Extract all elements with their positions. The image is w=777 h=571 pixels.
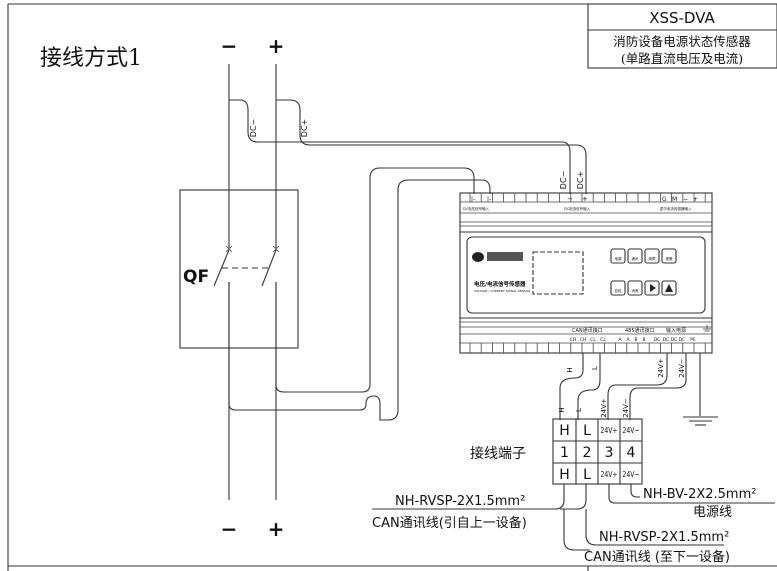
panel-button-label: 故障	[649, 256, 657, 261]
label-dc-voltage-input: DC电压信号输入	[463, 206, 490, 211]
terminal-cell: 24V−	[623, 426, 640, 435]
breaker-label: QF	[183, 267, 209, 287]
device-subtitle: (单路直流电压及电流)	[621, 51, 743, 66]
bottom-pin-label: PE	[690, 337, 696, 343]
supply-plus-bottom: +	[268, 517, 285, 541]
diagram-title: 接线方式1	[40, 46, 142, 71]
terminal-cell: 24V+	[601, 470, 618, 479]
output-cables	[372, 484, 775, 551]
bottom-pin-label: CL	[590, 337, 596, 343]
bottom-pin-label: CH	[570, 337, 577, 343]
supply-plus-top: +	[268, 34, 285, 58]
breaker-qf: QF	[179, 189, 299, 349]
wire-24vp-lower: 24V+	[600, 398, 608, 418]
wire-l-lower: L	[575, 408, 583, 412]
group-can: CAN通讯接口	[572, 327, 603, 334]
power-desc: 电源线	[693, 505, 732, 520]
can-in-spec: NH-RVSP-2X1.5mm²	[395, 494, 525, 509]
terminal-cell: H	[559, 423, 570, 439]
pin-top-2: |-	[487, 196, 491, 203]
terminal-cell: 2	[583, 445, 592, 461]
up-icon	[665, 284, 673, 292]
terminal-block-label: 接线端子	[470, 445, 526, 462]
terminal-cell: 24V−	[623, 470, 640, 479]
terminal-cell: 3	[605, 445, 614, 461]
dc-plus-label: DC+	[300, 119, 309, 137]
terminal-cell: 24V+	[601, 426, 618, 435]
panel-button	[627, 248, 643, 264]
can-in-desc: CAN通讯线(引自上一设备)	[372, 515, 527, 531]
bottom-pin-label: DC	[663, 337, 670, 343]
group-485: 485通讯接口	[625, 327, 655, 334]
terminal-cell: 1	[560, 445, 569, 461]
bottom-pin-label: B	[642, 337, 645, 343]
wire-h-lower: H	[558, 407, 566, 412]
bottom-pin-label: CL	[600, 337, 606, 343]
supply-minus-top: −	[221, 34, 238, 58]
pin-top-m: M	[672, 196, 677, 203]
pin-top-g: G	[662, 196, 667, 203]
lcd-display	[532, 251, 584, 295]
terminal-cell: 4	[627, 445, 636, 461]
bottom-pin-label: DC	[671, 337, 678, 343]
model-number: XSS-DVA	[649, 9, 715, 27]
wire-24vn-lower: 24V−	[622, 398, 630, 418]
panel-button	[661, 248, 677, 264]
pin-top-1: |-	[471, 196, 475, 203]
wire-l-upper: L	[591, 366, 599, 370]
wire-24vp-upper: 24V+	[657, 358, 665, 378]
panel-button	[610, 280, 626, 296]
group-power: 输入电源	[666, 327, 686, 334]
device-name: 消防设备电源状态传感器	[613, 34, 751, 49]
voltage-signal-wires	[228, 167, 491, 421]
contact-cross-icon	[225, 245, 280, 253]
bottom-pin-label: DC	[679, 337, 686, 343]
panel-button	[661, 280, 677, 296]
front-panel	[466, 236, 706, 314]
panel-button-label: 通讯	[632, 256, 640, 261]
pin-top-hp: +	[693, 196, 698, 203]
dc-plus-label-device: DC+	[576, 171, 585, 189]
title-block: XSS-DVA 消防设备电源状态传感器 (单路直流电压及电流)	[587, 3, 777, 69]
terminal-cell: L	[583, 467, 591, 483]
panel-button-label: 自检	[615, 288, 623, 293]
pin-top-hm: −	[683, 196, 688, 203]
supply-minus-bottom: −	[221, 517, 238, 541]
can-out-spec: NH-RVSP-2X1.5mm²	[599, 530, 729, 545]
panel-button-label: 消音	[632, 288, 640, 293]
panel-title: 电压/电流信号传感器	[474, 280, 526, 288]
terminal-cell: H	[559, 467, 570, 483]
sensor-device: |- |- − + G M − + DC电压信号输入 DC电流信号输入 霍尔电流…	[459, 192, 713, 354]
bottom-pin-label: A	[618, 337, 622, 343]
panel-button	[610, 248, 626, 264]
pin-top-plus: +	[582, 195, 588, 203]
panel-button	[644, 280, 660, 296]
bottom-pin-label: B	[634, 337, 637, 343]
panel-button-label: 电源	[615, 256, 623, 261]
pin-top-minus: −	[567, 195, 573, 203]
bottom-pin-label: CH	[580, 337, 587, 343]
label-hall-input: 霍尔电流传感器输入	[660, 206, 692, 211]
terminal-cell: L	[583, 423, 591, 439]
panel-button	[644, 248, 660, 264]
can-power-wires	[559, 353, 718, 426]
panel-subtitle: VOLTAGE / CURRENT SIGNAL SENSOR	[474, 289, 530, 293]
label-dc-current-input: DC电流信号输入	[564, 206, 591, 211]
play-icon	[650, 284, 656, 292]
can-out-desc: CAN通讯线 (至下一设备)	[584, 549, 730, 565]
panel-button	[627, 280, 643, 296]
earth-symbol-device-icon	[703, 325, 711, 332]
wire-h-upper: H	[566, 367, 574, 372]
panel-button-label: 报警	[666, 256, 674, 261]
dc-minus-label: DC−	[249, 119, 258, 137]
bottom-pin-label: DC	[654, 337, 661, 343]
dc-minus-label-device: DC−	[559, 171, 568, 189]
bottom-pin-label: A	[626, 337, 630, 343]
brand-logo	[472, 252, 523, 262]
power-spec: NH-BV-2X2.5mm²	[643, 487, 756, 502]
wire-24vn-upper: 24V−	[678, 358, 686, 378]
